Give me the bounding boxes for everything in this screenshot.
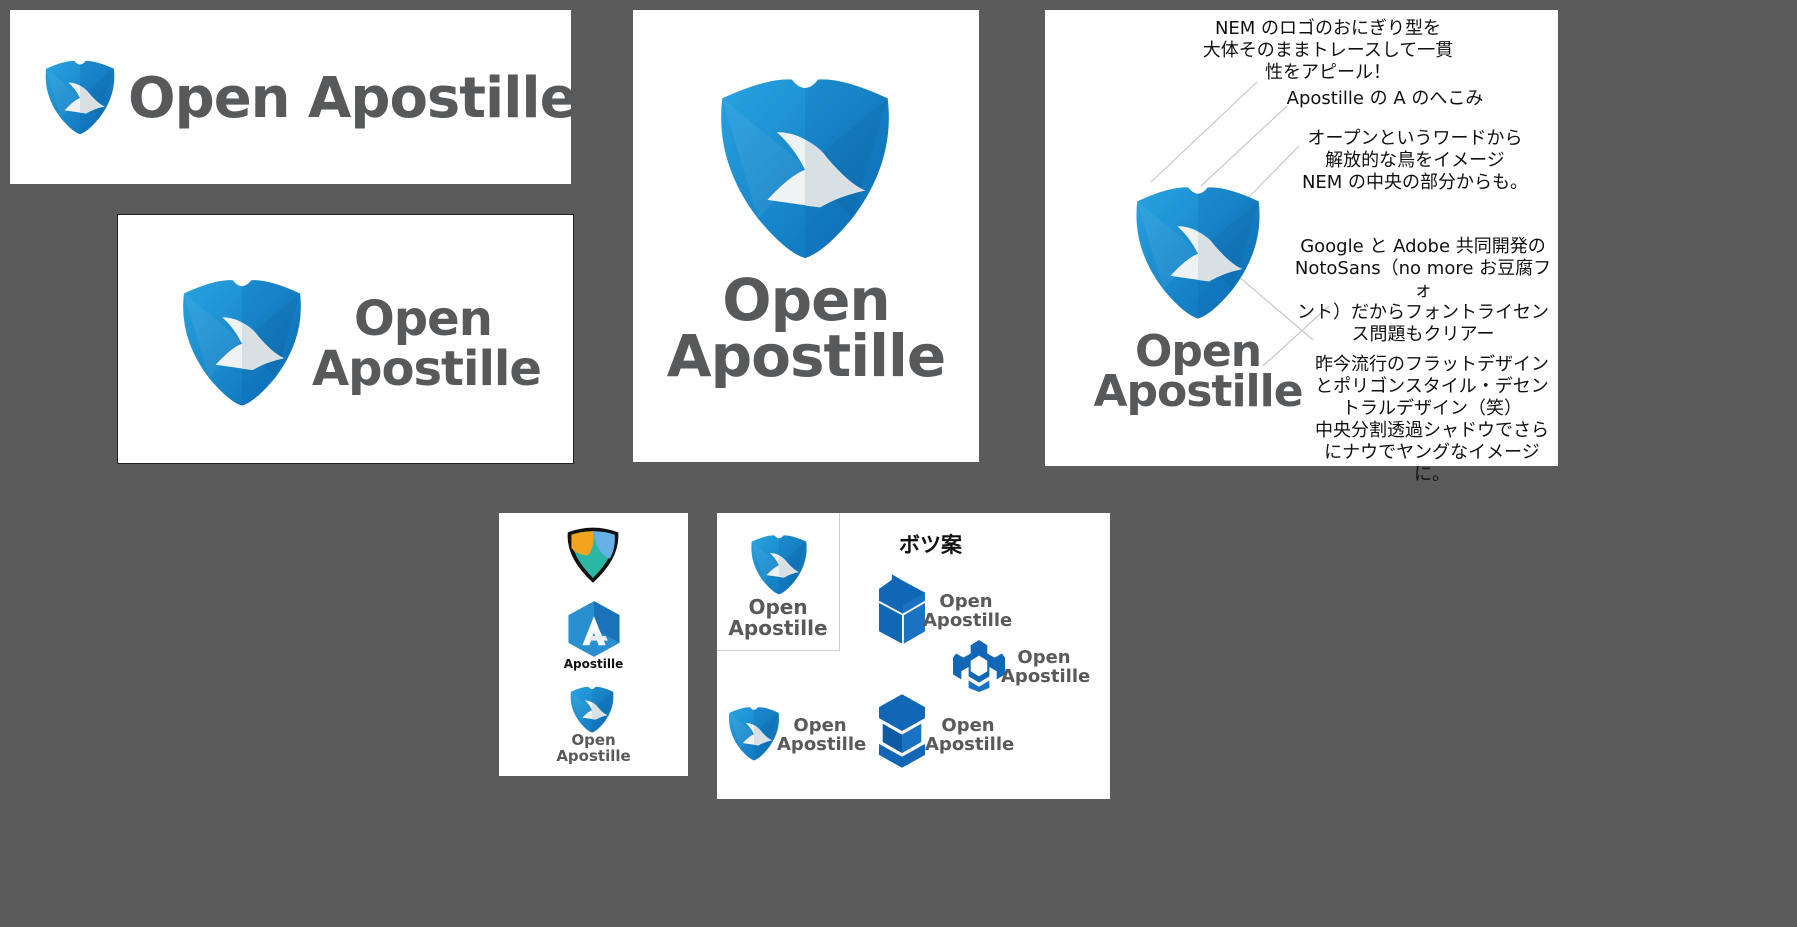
logo-line-open: Open — [939, 591, 993, 612]
two-line-logo-card: Open Apostille — [117, 214, 574, 464]
shield-logo-icon — [743, 533, 815, 595]
logo-line-apostille: Apostille — [777, 733, 867, 755]
logo-line-apostille: Apostille — [925, 733, 1015, 755]
logo-small-name: Open Apostille — [925, 715, 1015, 755]
horizontal-logo-card: Open Apostille — [10, 10, 578, 184]
logo-small-name: Open Apostille — [777, 715, 867, 755]
annotation-style: 昨今流行のフラットデザイン とポリゴンスタイル・デセン トラルデザイン（笑） 中… — [1315, 354, 1549, 485]
apostille-label: Apostille — [563, 657, 624, 671]
logo-line-open: Open — [571, 731, 616, 749]
rejected-ideas-card: Open Apostille ボツ案 Open Apostille Open A… — [717, 513, 1110, 799]
shield-logo-icon — [166, 275, 318, 407]
logo-line-open: Open — [748, 595, 808, 619]
annotation-bird: オープンというワードから 解放的な鳥をイメージ NEM の中央の部分からも。 — [1301, 128, 1529, 193]
shield-logo-icon — [36, 58, 124, 135]
logo-line-open: Open — [722, 266, 890, 334]
hex-box-logo-icon — [879, 694, 925, 768]
logo-line-apostille: Apostille — [923, 609, 1013, 631]
logo-line-open: Open — [793, 715, 847, 736]
stacked-logo-card: Open Apostille — [633, 10, 979, 462]
logo-small-name: Open Apostille — [499, 731, 688, 765]
bird-shield-logo-icon — [723, 705, 785, 761]
hex-ring-logo-icon — [953, 640, 1005, 692]
cube-logo-icon — [879, 574, 925, 645]
logo-line-apostille: Apostille — [1093, 366, 1303, 417]
logo-line-open: Open — [1134, 326, 1262, 377]
logo-line-apostille: Apostille — [666, 322, 946, 390]
shield-logo-icon — [565, 685, 619, 733]
featured-variant: Open Apostille — [717, 513, 840, 651]
rejected-title: ボツ案 — [899, 533, 962, 557]
annotation-shape: NEM のロゴのおにぎり型を 大体そのままトレースして一貫 性をアピール！ — [1202, 18, 1454, 83]
logo-line-apostille: Apostille — [556, 746, 631, 765]
logo-small-name: Open Apostille — [923, 591, 1013, 631]
annotation-a-notch: Apostille の A のへこみ — [1286, 88, 1484, 109]
shield-logo-icon — [697, 72, 913, 260]
logo-line-apostille: Apostille — [1001, 665, 1091, 687]
annotation-font: Google と Adobe 共同開発の NotoSans（no more お豆… — [1294, 236, 1552, 345]
apostille-hex-icon — [568, 601, 620, 657]
shield-logo-icon — [1119, 182, 1277, 320]
logo-line-open: Open — [1017, 647, 1071, 668]
logo-line-apostille: Apostille — [728, 616, 828, 640]
logo-small-name: Open Apostille — [1001, 647, 1091, 687]
logo-wordmark: Open Apostille — [128, 66, 578, 131]
nem-logo-icon — [567, 527, 619, 583]
reference-logos-card: Apostille Open Apostille — [499, 513, 688, 776]
logo-line-open: Open — [354, 291, 493, 347]
annotated-logo-card: Open Apostille NEM のロゴのおにぎり型を 大体そのままトレース… — [1045, 10, 1558, 485]
logo-line-open: Open — [941, 715, 995, 736]
logo-line-apostille: Apostille — [312, 341, 542, 397]
logo-small-name: Open Apostille — [717, 597, 839, 639]
